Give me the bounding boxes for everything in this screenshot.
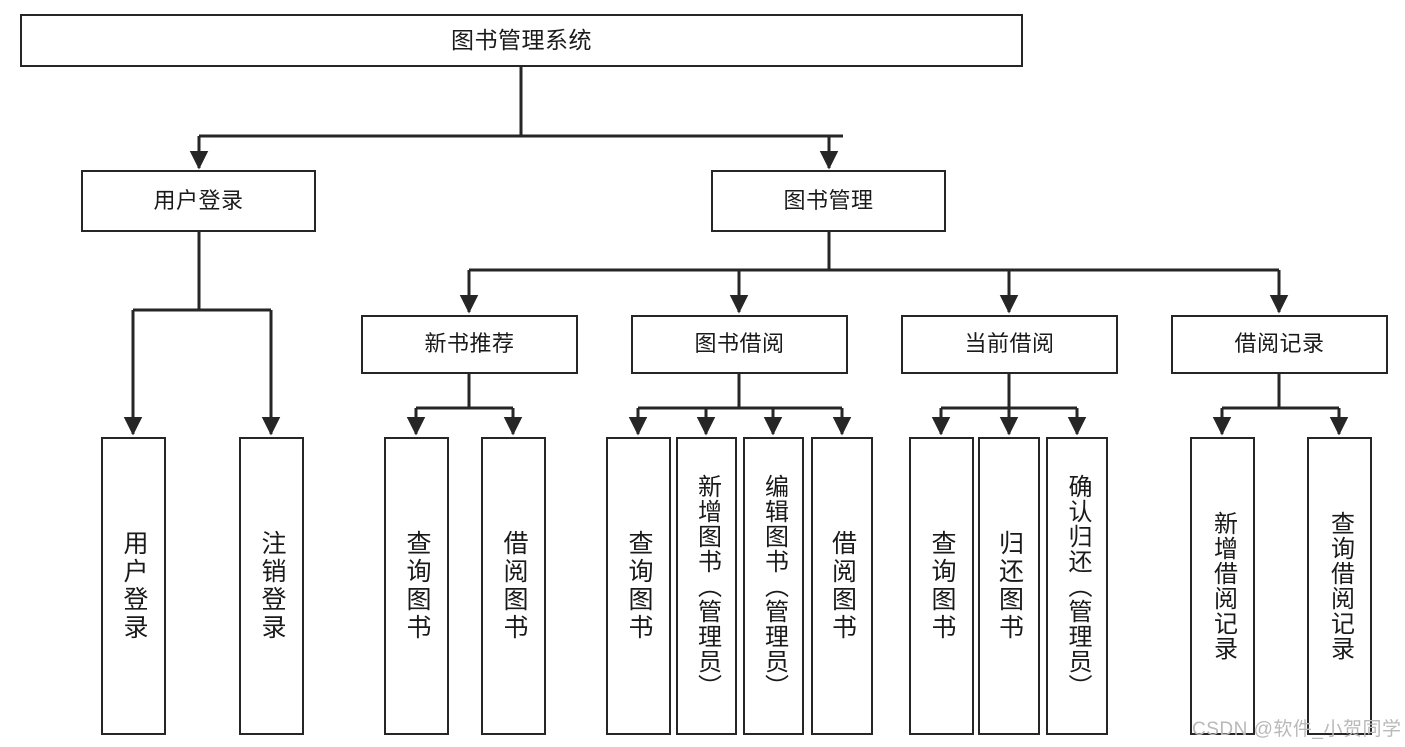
node-label: 查询图书 xyxy=(403,530,431,642)
leaf-user-login[interactable]: 用户登录 xyxy=(101,437,166,735)
leaf-query-book-nb[interactable]: 查询图书 xyxy=(384,437,449,735)
node-book-management[interactable]: 图书管理 xyxy=(711,170,946,232)
csdn-watermark: CSDN @软件_小贺同学 xyxy=(1192,719,1402,740)
leaf-return-book[interactable]: 归还图书 xyxy=(978,437,1040,735)
node-label: 确认归还（管理员） xyxy=(1064,473,1091,699)
node-user-login[interactable]: 用户登录 xyxy=(81,170,316,232)
node-label: 用户登录 xyxy=(153,187,244,213)
node-label: 编辑图书（管理员） xyxy=(760,473,788,699)
node-label: 图书管理系统 xyxy=(451,26,592,53)
node-root-system[interactable]: 图书管理系统 xyxy=(20,14,1023,67)
node-label: 用户登录 xyxy=(120,530,148,642)
leaf-borrow-book-nb[interactable]: 借阅图书 xyxy=(481,437,546,735)
node-label: 图书借阅 xyxy=(694,331,785,357)
node-label: 查询图书 xyxy=(928,530,956,642)
node-label: 借阅记录 xyxy=(1234,331,1325,357)
node-label: 图书管理 xyxy=(783,187,874,213)
node-label: 新书推荐 xyxy=(424,331,515,357)
node-label: 借阅图书 xyxy=(828,530,857,642)
node-label: 新增图书（管理员） xyxy=(693,473,721,699)
leaf-borrow-book-bb[interactable]: 借阅图书 xyxy=(811,437,873,735)
node-book-borrow[interactable]: 图书借阅 xyxy=(631,315,848,374)
node-borrow-record[interactable]: 借阅记录 xyxy=(1171,315,1388,374)
node-label: 归还图书 xyxy=(995,530,1024,642)
leaf-query-borrow-record[interactable]: 查询借阅记录 xyxy=(1307,437,1372,735)
leaf-query-book-bb[interactable]: 查询图书 xyxy=(606,437,671,735)
node-label: 当前借阅 xyxy=(964,331,1055,357)
node-current-borrow[interactable]: 当前借阅 xyxy=(901,315,1118,374)
node-label: 查询图书 xyxy=(625,530,653,642)
node-label: 新增借阅记录 xyxy=(1209,511,1237,661)
leaf-logout[interactable]: 注销登录 xyxy=(239,437,304,735)
node-label: 注销登录 xyxy=(258,530,286,642)
leaf-add-borrow-record[interactable]: 新增借阅记录 xyxy=(1190,437,1255,735)
leaf-add-book-admin[interactable]: 新增图书（管理员） xyxy=(676,437,737,735)
node-new-book-recommend[interactable]: 新书推荐 xyxy=(361,315,578,374)
leaf-confirm-return-admin[interactable]: 确认归还（管理员） xyxy=(1046,437,1108,735)
leaf-query-book-cb[interactable]: 查询图书 xyxy=(909,437,974,735)
node-label: 查询借阅记录 xyxy=(1326,511,1354,661)
leaf-edit-book-admin[interactable]: 编辑图书（管理员） xyxy=(743,437,804,735)
node-label: 借阅图书 xyxy=(500,530,528,642)
